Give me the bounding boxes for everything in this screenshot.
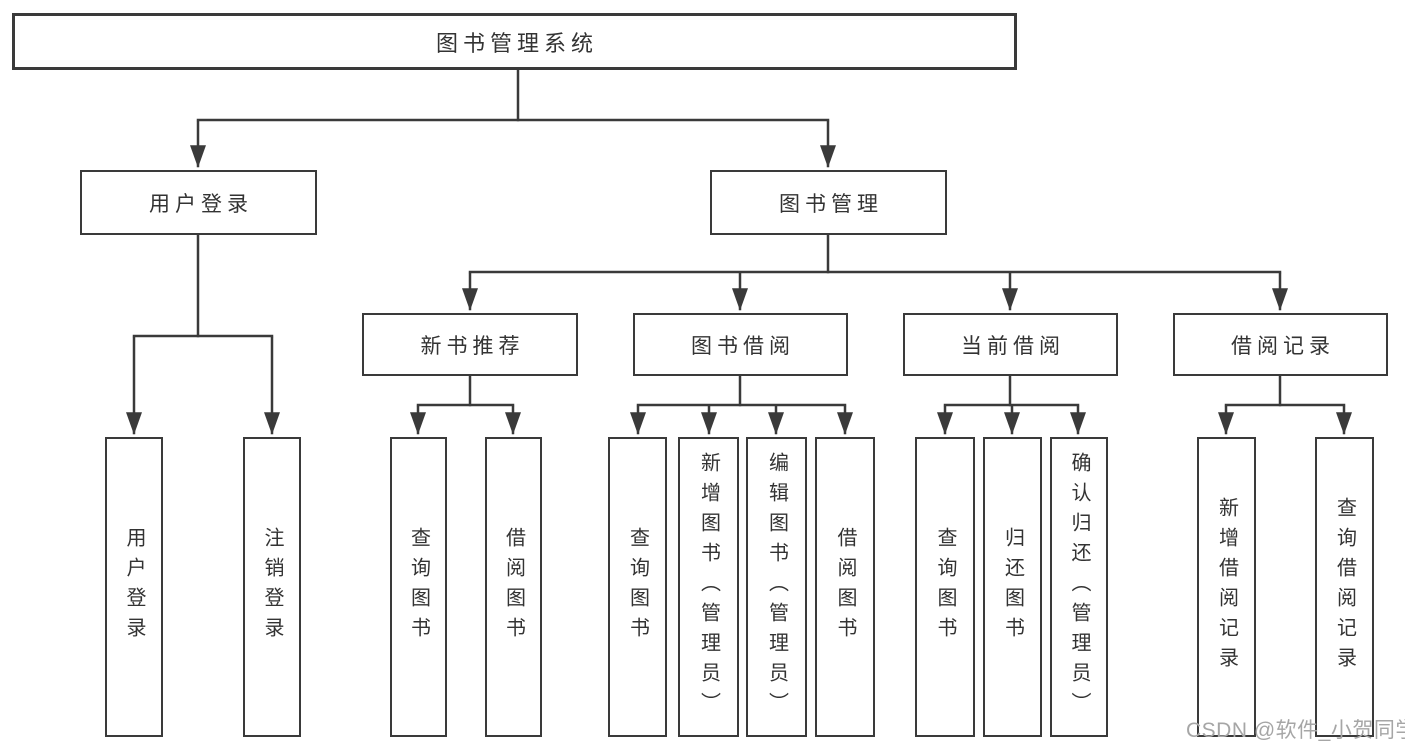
node-label: 归还图书 [1001,527,1024,647]
node-label: 图书借阅 [691,334,795,358]
node-book-management: 图书管理 [710,170,947,235]
node-label: 图书管理 [779,192,883,216]
leaf-current-return-books: 归还图书 [983,437,1042,737]
node-label: 查询图书 [407,527,430,647]
leaf-records-add-record: 新增借阅记录 [1197,437,1256,737]
leaf-borrow-query-books: 查询图书 [608,437,667,737]
leaf-newbook-query-books: 查询图书 [390,437,447,737]
leaf-borrow-borrow-books: 借阅图书 [815,437,875,737]
leaf-user-login: 用户登录 [105,437,163,737]
node-label: 查询图书 [934,527,956,647]
node-label: 查询借阅记录 [1333,497,1356,677]
node-book-borrow: 图书借阅 [633,313,848,376]
leaf-current-query-books: 查询图书 [915,437,975,737]
leaf-current-confirm-return-admin: 确认归还（管理员） [1050,437,1108,737]
node-label: 新增图书（管理员） [697,452,720,722]
node-label: 新增借阅记录 [1215,497,1238,677]
node-label: 查询图书 [626,527,649,647]
node-label: 借阅图书 [502,527,525,647]
leaf-newbook-borrow-books: 借阅图书 [485,437,542,737]
node-user-login: 用户登录 [80,170,317,235]
node-label: 注销登录 [261,527,283,647]
node-new-book-recommend: 新书推荐 [362,313,578,376]
node-root: 图书管理系统 [12,13,1017,70]
node-label: 图书管理系统 [435,30,598,56]
node-label: 编辑图书（管理员） [765,452,788,722]
node-borrow-records: 借阅记录 [1173,313,1388,376]
node-label: 用户登录 [149,192,253,216]
leaf-logout-login: 注销登录 [243,437,301,737]
node-label: 借阅图书 [834,527,856,647]
node-label: 用户登录 [123,527,145,647]
node-label: 当前借阅 [961,334,1065,358]
leaf-borrow-edit-books-admin: 编辑图书（管理员） [746,437,807,737]
leaf-records-query-record: 查询借阅记录 [1315,437,1374,737]
node-label: 确认归还（管理员） [1068,452,1090,722]
node-current-borrow: 当前借阅 [903,313,1118,376]
node-label: 新书推荐 [420,334,525,358]
leaf-borrow-add-books-admin: 新增图书（管理员） [678,437,739,737]
watermark: CSDN @软件_小贺同学 [1186,719,1405,742]
node-label: 借阅记录 [1231,334,1335,358]
